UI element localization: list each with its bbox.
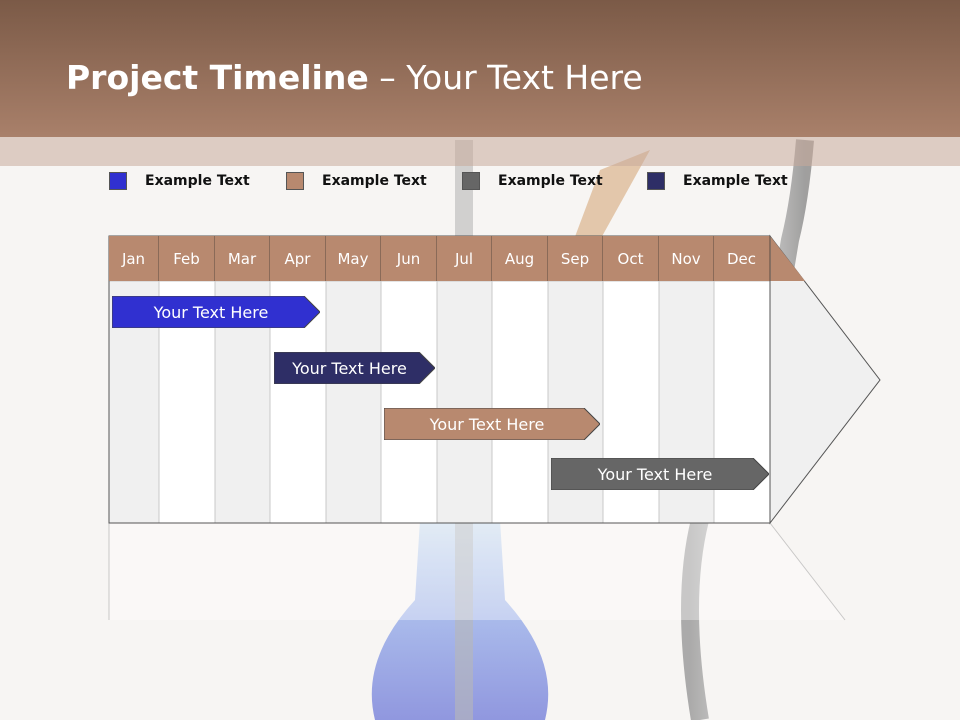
month-header-mar: Mar (215, 236, 270, 281)
month-header-jan: Jan (109, 236, 159, 281)
month-header-jun: Jun (381, 236, 437, 281)
legend-label-2: Example Text (322, 173, 427, 189)
month-column-jul (436, 280, 493, 524)
task-bar-label-2: Your Text Here (292, 358, 407, 378)
month-header-nov: Nov (659, 236, 714, 281)
month-header-feb: Feb (159, 236, 215, 281)
title-rest: – Your Text Here (368, 58, 643, 97)
header-banner (0, 0, 960, 137)
month-header-apr: Apr (270, 236, 326, 281)
legend-label-3: Example Text (498, 173, 603, 189)
month-header-aug: Aug (492, 236, 548, 281)
task-bar-label-3: Your Text Here (429, 414, 545, 434)
timeline-reflection (109, 523, 845, 620)
legend-item-3: Example Text (462, 171, 603, 191)
month-header-oct: Oct (603, 236, 659, 281)
month-column-aug (491, 280, 549, 524)
month-column-jun (380, 280, 438, 524)
task-bar-4: Your Text Here (551, 458, 769, 490)
task-bar-label-4: Your Text Here (597, 464, 713, 484)
legend-swatch-2 (286, 172, 304, 190)
task-bar-2: Your Text Here (274, 352, 435, 384)
month-header-jul: Jul (437, 236, 492, 281)
task-bar-1: Your Text Here (112, 296, 320, 328)
header-band (0, 137, 960, 166)
legend-swatch-3 (462, 172, 480, 190)
month-header-may: May (326, 236, 381, 281)
legend-item-4: Example Text (647, 171, 788, 191)
header-arrow-corner (770, 236, 805, 281)
title-bold: Project Timeline (66, 58, 369, 97)
legend-label-4: Example Text (683, 173, 788, 189)
legend-label-1: Example Text (145, 173, 250, 189)
legend-swatch-1 (109, 172, 127, 190)
legend-item-1: Example Text (109, 171, 250, 191)
page-title: Project Timeline – Your Text Here (66, 58, 643, 97)
month-header-sep: Sep (548, 236, 603, 281)
legend-swatch-4 (647, 172, 665, 190)
month-column-may (325, 280, 382, 524)
task-bar-label-1: Your Text Here (153, 302, 269, 322)
month-header-dec: Dec (714, 236, 770, 281)
task-bar-3: Your Text Here (384, 408, 600, 440)
legend-item-2: Example Text (286, 171, 427, 191)
